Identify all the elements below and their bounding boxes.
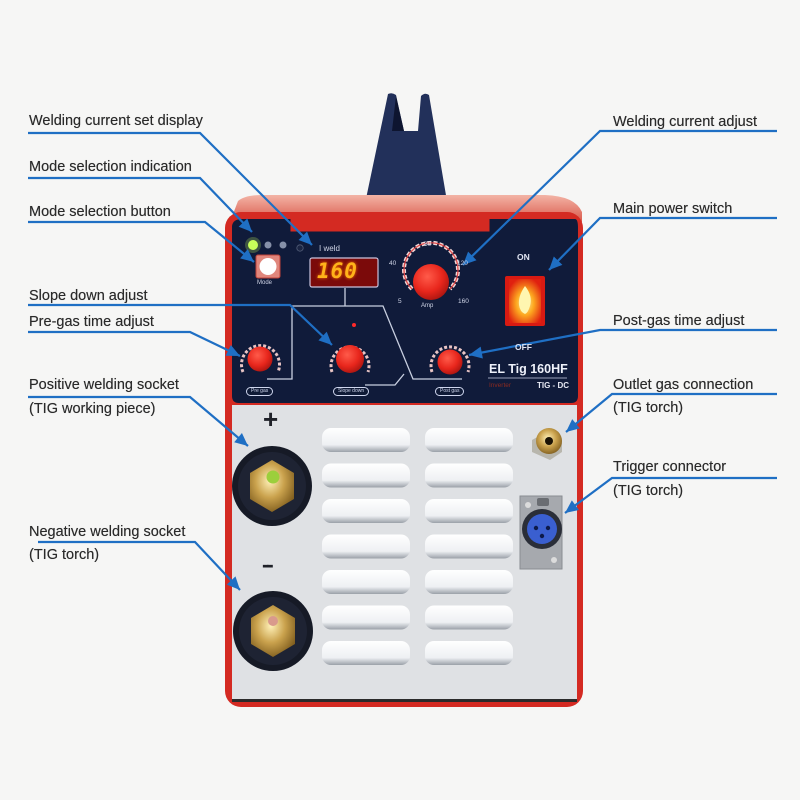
slope-down-knob-group: [329, 323, 371, 373]
panel-graphic-lines: [267, 288, 462, 386]
callout-line: [564, 476, 777, 514]
led-active: [248, 240, 258, 250]
label-positive-socket-line2: (TIG working piece): [29, 401, 156, 417]
amp-scale-40: 40: [389, 260, 397, 267]
callout-line: [565, 392, 777, 433]
amp-scale-160: 160: [458, 298, 469, 305]
amp-dial-label: Amp: [421, 303, 434, 309]
callout-line: [28, 220, 255, 263]
vent-slot: [425, 428, 513, 452]
vent-slot: [322, 605, 410, 630]
vent-slot: [425, 499, 513, 523]
arrow-head-icon: [298, 231, 312, 245]
display-caption: I weld: [319, 244, 340, 253]
arrow-head-icon: [463, 251, 477, 265]
main-power-switch[interactable]: [505, 276, 545, 326]
post-gas-knob-label: Post gas: [435, 387, 465, 396]
led-inactive: [279, 241, 287, 249]
mode-button[interactable]: [255, 254, 281, 279]
callout-line: [28, 131, 313, 246]
vent-slot: [425, 463, 513, 488]
vent-slot: [322, 428, 410, 452]
callout-lines: [28, 129, 777, 591]
label-pre-gas-time-adjust: Pre-gas time adjust: [29, 314, 154, 330]
led-inactive: [264, 241, 272, 249]
label-post-gas-time-adjust: Post-gas time adjust: [613, 313, 745, 329]
model-name: EL Tig 160HF: [489, 362, 568, 376]
pre-gas-knob-group: [240, 344, 281, 373]
amp-scale-120: 120: [457, 260, 468, 267]
arrow-head-icon: [469, 346, 483, 359]
arrow-head-icon: [318, 331, 332, 345]
model-sub-right: TIG - DC: [537, 381, 569, 390]
callout-line: [462, 129, 777, 266]
positive-symbol: +: [263, 404, 279, 434]
callout-line: [28, 303, 333, 346]
label-slope-down-adjust: Slope down adjust: [29, 288, 148, 304]
label-outlet-gas-line1: Outlet gas connection: [613, 377, 754, 393]
vent-slot: [322, 534, 410, 559]
label-mode-selection-button: Mode selection button: [29, 204, 171, 220]
vent-slot: [425, 605, 513, 630]
vent-slot: [322, 463, 410, 488]
vent-slot: [322, 641, 410, 665]
power-on-label: ON: [517, 252, 530, 262]
vent-slot: [425, 570, 513, 594]
callout-line: [28, 176, 253, 233]
current-display: [309, 257, 379, 288]
arrow-head-icon: [549, 256, 563, 270]
arrow-head-icon: [225, 344, 240, 356]
model-sub-left: Inverter: [489, 382, 512, 389]
amp-scale-80: 80: [424, 241, 432, 248]
label-welding-current-adjust: Welding current adjust: [613, 114, 758, 130]
led-inactive: [296, 244, 304, 252]
label-mode-selection-indication: Mode selection indication: [29, 159, 192, 175]
label-negative-socket-line2: (TIG torch): [29, 547, 100, 563]
pre-gas-knob-label: Pre gas: [246, 387, 274, 396]
arrow-head-icon: [566, 419, 580, 432]
outlet-gas-connector[interactable]: [532, 428, 562, 460]
pre-gas-knob[interactable]: [247, 346, 273, 372]
negative-welding-socket[interactable]: [233, 591, 313, 671]
label-trigger-line2: (TIG torch): [613, 483, 684, 499]
post-gas-knob[interactable]: [437, 349, 463, 375]
callout-line: [28, 395, 249, 447]
label-positive-socket-line1: Positive welding socket: [29, 377, 179, 393]
arrow-head-icon: [238, 218, 252, 232]
label-negative-socket-line1: Negative welding socket: [29, 524, 186, 540]
callout-line: [548, 216, 777, 271]
arrow-head-icon: [234, 433, 248, 446]
callout-line: [28, 330, 241, 357]
slope-down-knob[interactable]: [336, 345, 364, 373]
mode-button-label: Mode: [257, 280, 273, 286]
amp-dial-scale: [402, 240, 460, 291]
current-display-value: 160: [317, 259, 358, 283]
mode-indicator-leds: [245, 237, 304, 253]
vent-slot: [425, 641, 513, 665]
trigger-connector[interactable]: [519, 495, 563, 570]
callout-line: [38, 540, 241, 591]
power-off-label: OFF: [515, 342, 532, 352]
ventilation-slots: [322, 428, 513, 665]
flame-icon: [518, 286, 531, 314]
label-main-power-switch: Main power switch: [613, 201, 733, 217]
arrow-head-icon: [226, 576, 240, 590]
vent-slot: [322, 570, 410, 594]
post-gas-knob-group: [429, 345, 471, 375]
arrow-head-icon: [240, 249, 254, 262]
label-trigger-line1: Trigger connector: [613, 459, 727, 475]
positive-welding-socket[interactable]: [232, 446, 312, 526]
negative-symbol: --: [262, 552, 274, 577]
label-outlet-gas-line2: (TIG torch): [613, 400, 684, 416]
arrow-head-icon: [565, 500, 580, 513]
label-welding-current-set-display: Welding current set display: [29, 113, 203, 129]
callout-line: [468, 328, 777, 357]
slope-down-knob-label: Slope down: [333, 387, 370, 396]
carry-handle: [363, 93, 449, 213]
welding-current-knob[interactable]: [413, 264, 449, 300]
vent-slot: [322, 499, 410, 523]
amp-scale-5: 5: [398, 298, 402, 305]
vent-slot: [425, 534, 513, 559]
